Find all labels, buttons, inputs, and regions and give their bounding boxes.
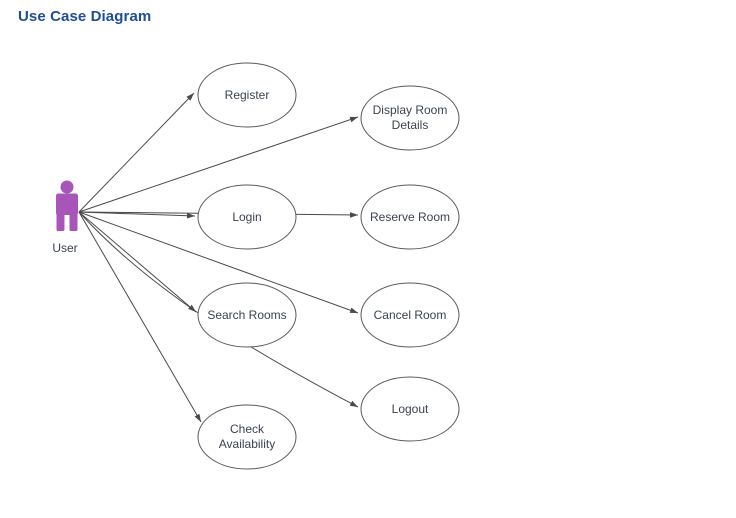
use-case-login[interactable]: Login xyxy=(197,184,297,250)
use-case-ellipse-search-rooms[interactable] xyxy=(197,282,297,348)
association-lines xyxy=(78,92,359,423)
use-case-label-search-rooms: Search Rooms xyxy=(207,308,286,322)
use-case-label-display-room-details-line2: Details xyxy=(392,118,429,132)
use-case-label-reserve-room: Reserve Room xyxy=(370,210,450,224)
use-case-label-cancel-room: Cancel Room xyxy=(374,308,447,322)
actor-leg-right xyxy=(69,214,78,231)
association-user-to-register xyxy=(78,92,195,213)
association-user-to-search-rooms xyxy=(78,211,197,313)
actor-user[interactable]: User xyxy=(52,180,78,256)
use-case-ellipse-check-availability[interactable] xyxy=(197,404,297,470)
use-case-label-login: Login xyxy=(232,210,261,224)
association-user-to-display-room-details xyxy=(78,116,359,213)
actor-label: User xyxy=(52,241,77,255)
use-case-label-check-availability: Check xyxy=(230,422,265,436)
page-title: Use Case Diagram xyxy=(18,8,152,25)
use-case-cancel-room[interactable]: Cancel Room xyxy=(360,282,460,348)
use-case-ellipse-login[interactable] xyxy=(197,184,297,250)
actor-head xyxy=(60,180,74,194)
use-case-ellipse-reserve-room[interactable] xyxy=(360,184,460,250)
use-case-search-rooms[interactable]: Search Rooms xyxy=(197,282,297,348)
use-case-ellipse-logout[interactable] xyxy=(360,376,460,442)
actor-leg-left xyxy=(56,214,65,231)
use-case-ellipse-register[interactable] xyxy=(197,62,297,128)
actor-figure[interactable]: User xyxy=(52,180,78,256)
use-case-logout[interactable]: Logout xyxy=(360,376,460,442)
use-case-label-logout: Logout xyxy=(392,402,429,416)
use-case-ellipse-display-room-details[interactable] xyxy=(360,85,460,151)
association-user-to-check-availability xyxy=(78,211,202,423)
use-case-reserve-room[interactable]: Reserve Room xyxy=(360,184,460,250)
use-case-label-register: Register xyxy=(225,88,270,102)
use-case-label-display-room-details: Display Room xyxy=(373,103,448,117)
use-case-register[interactable]: Register xyxy=(197,62,297,128)
use-case-ellipse-cancel-room[interactable] xyxy=(360,282,460,348)
actor-torso xyxy=(56,193,78,215)
association-user-to-cancel-room xyxy=(78,211,359,314)
use-case-label-check-availability-line2: Availability xyxy=(219,437,275,451)
